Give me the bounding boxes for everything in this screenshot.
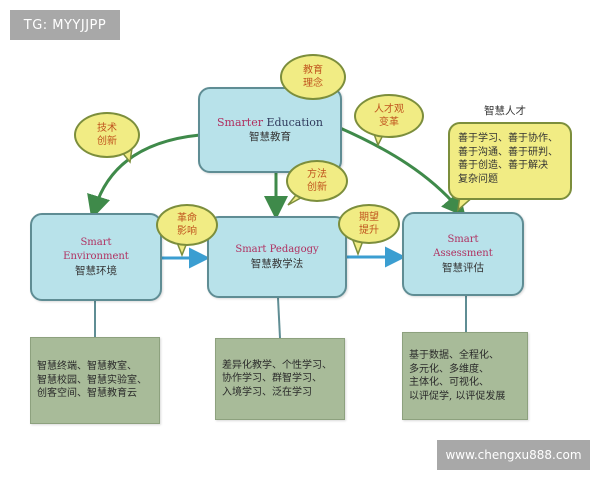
talent-box: 善于学习、善于协作、 善于沟通、善于研判、 善于创造、善于解决 复杂问题 [448,122,572,200]
bubble-text: 教育 [303,65,323,76]
environment-en-2: Environment [63,251,129,262]
assessment-en-2: Assessment [433,248,493,259]
detail-line: 入境学习、泛在学习 [222,386,312,398]
node-smarter-education: Smarter Education 智慧教育 [198,87,342,173]
environment-en-1: Smart [80,237,112,248]
detail-line: 多元化、多维度、 [409,363,489,375]
bubble-text: 人才观 [374,104,404,115]
bubble-expectation-rise: 期望 提升 [338,204,400,244]
detail-line: 智慧校园、智慧实验室、 [37,374,147,386]
detail-line: 以评促学, 以评促发展 [409,390,506,402]
bubble-tech-innovation: 技术 创新 [74,112,140,158]
arrow-to-environment [87,133,201,220]
bubble-text: 提升 [359,225,379,236]
bubble-text: 技术 [97,123,117,134]
center-en-red: Smarter [216,116,263,129]
watermark-top-left: TG: MYYJJPP [10,10,120,40]
talent-line: 善于沟通、善于研判、 [458,146,558,158]
bubble-text: 影响 [177,226,197,237]
detail-environment: 智慧终端、智慧教室、 智慧校园、智慧实验室、 创客空间、智慧教育云 [30,337,160,424]
environment-zh: 智慧环境 [75,265,117,277]
talent-line: 复杂问题 [458,173,498,185]
node-smart-environment: Smart Environment 智慧环境 [30,213,162,301]
pedagogy-zh: 智慧教学法 [250,258,304,270]
node-smart-pedagogy: Smart Pedagogy 智慧教学法 [207,216,347,298]
detail-line: 创客空间、智慧教育云 [37,388,137,400]
bubble-education-idea: 教育 理念 [280,54,346,100]
bubble-method-innovation: 方法 创新 [286,160,348,202]
detail-pedagogy: 差异化教学、个性学习、 协作学习、群智学习、 入境学习、泛在学习 [215,338,345,420]
bubble-text: 创新 [307,182,327,193]
bubble-talent-view: 人才观 变革 [354,94,424,138]
bubble-text: 方法 [307,169,327,180]
node-smart-assessment: Smart Assessment 智慧评估 [402,212,524,296]
detail-line: 协作学习、群智学习、 [222,373,322,385]
bubble-text: 变革 [379,117,399,128]
detail-line: 基于数据、全程化、 [409,350,499,361]
detail-assessment: 基于数据、全程化、 多元化、多维度、 主体化、可视化、 以评促学, 以评促发展 [402,332,528,420]
center-en-dark: Education [266,116,323,129]
arrow-to-assessment [339,126,466,218]
pedagogy-en: Smart Pedagogy [235,244,319,255]
assessment-zh: 智慧评估 [442,262,484,274]
detail-line: 主体化、可视化、 [409,377,489,388]
watermark-bottom-right: www.chengxu888.com [437,440,590,470]
bubble-text: 创新 [97,136,117,147]
detail-line: 智慧终端、智慧教室、 [37,361,137,373]
detail-line: 差异化教学、个性学习、 [222,359,332,371]
assessment-en-1: Smart [447,234,479,245]
center-zh: 智慧教育 [249,131,291,143]
bubble-text: 革命 [177,213,197,224]
talent-title: 智慧人才 [484,105,526,117]
talent-line: 善于学习、善于协作、 [458,133,558,144]
talent-line: 善于创造、善于解决 [458,160,548,171]
bubble-text: 期望 [359,212,379,223]
bubble-text: 理念 [303,78,323,89]
bubble-revolution-impact: 革命 影响 [156,204,218,246]
